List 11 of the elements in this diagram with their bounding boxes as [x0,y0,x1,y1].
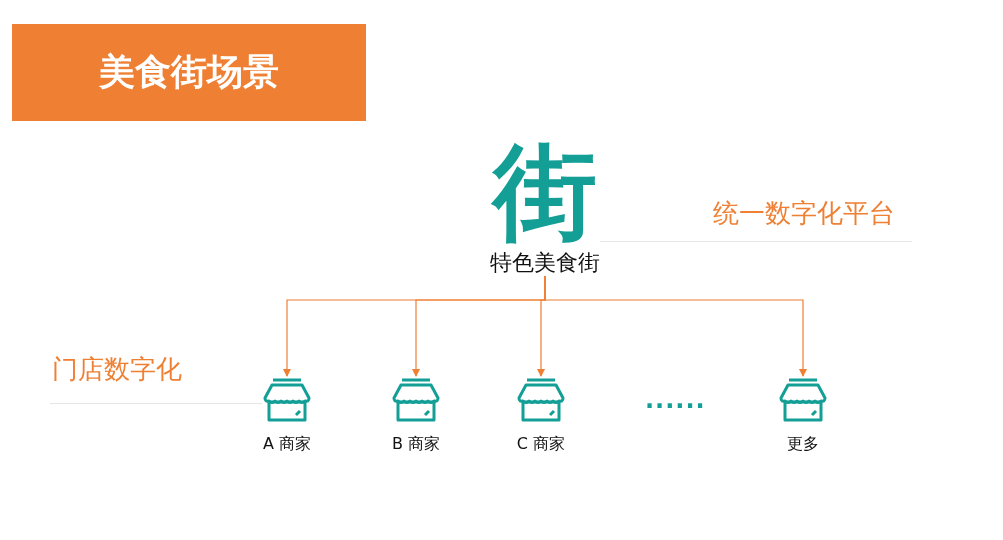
platform-label: 统一数字化平台 [713,197,895,230]
section-label: 门店数字化 [52,353,182,386]
ellipsis-dots: ...... [645,386,706,414]
store-label: B 商家 [391,434,441,455]
store-label: C 商家 [516,434,566,455]
arrow [544,275,807,377]
title-banner: 美食街场景 [12,24,366,121]
street-glyph: 街 [493,140,597,244]
store-label: A 商家 [263,434,311,455]
store-label: 更多 [787,434,819,455]
node-label: 特色美食街 [490,249,600,277]
